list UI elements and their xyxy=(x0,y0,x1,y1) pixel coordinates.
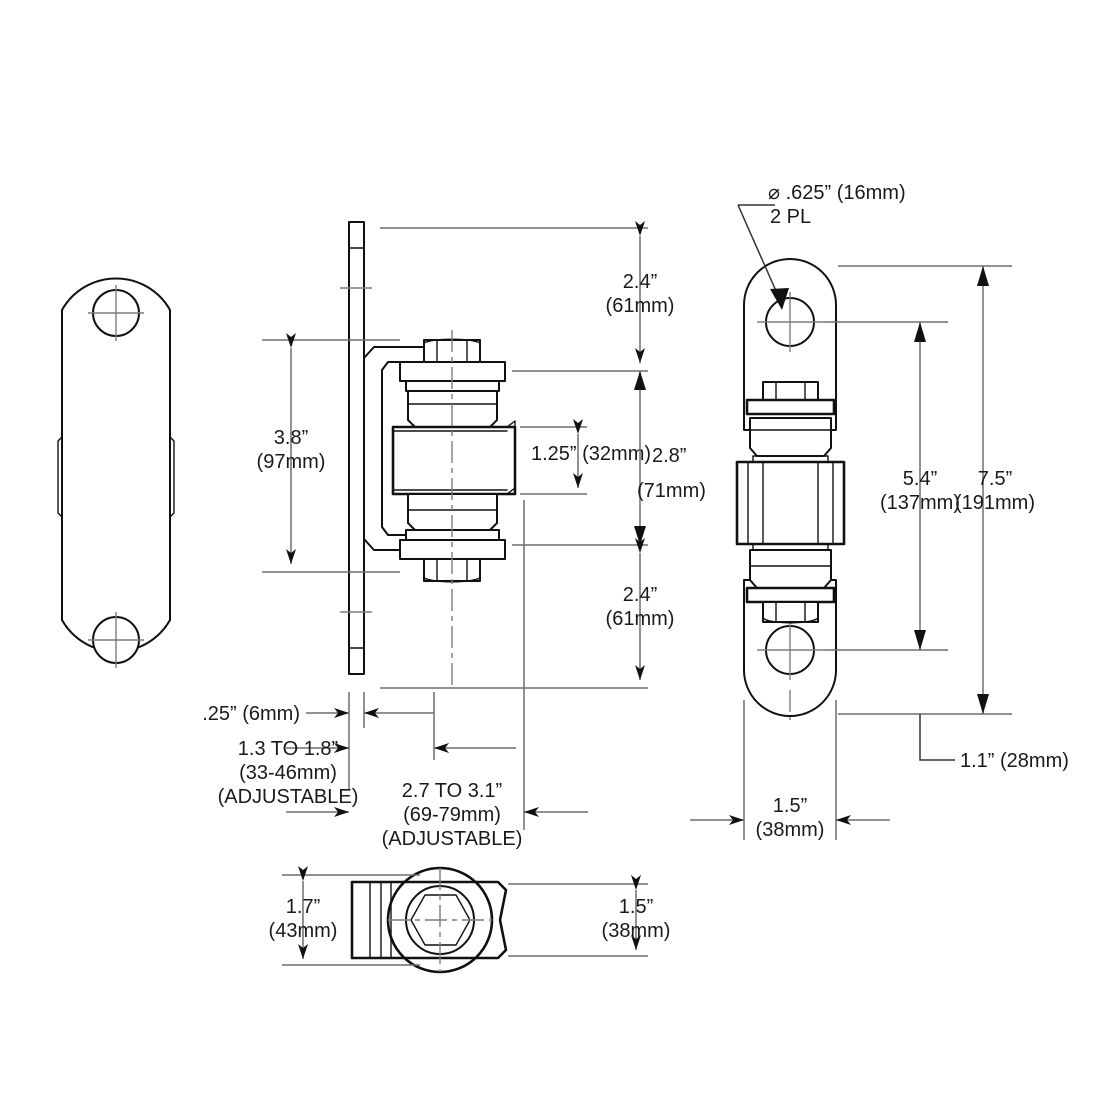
callout-leader-angled xyxy=(737,204,781,301)
callout-hole-line1: ⌀ .625” (16mm) xyxy=(768,182,906,204)
arrow-28-bottom xyxy=(634,526,646,545)
dim-24bot-line1: 2.4” xyxy=(623,584,657,606)
dim-15p-line2: (38mm) xyxy=(602,920,671,942)
dim-025-line1: .25” (6mm) xyxy=(202,703,300,725)
dim-depth-line2: (69-79mm) xyxy=(403,804,501,826)
dim-28-line1: 2.8” xyxy=(652,445,686,467)
view-strap-plate-face xyxy=(57,277,175,668)
strap-left-tab xyxy=(57,436,63,518)
dim-plate-thickness: .25” (6mm) xyxy=(202,692,434,790)
dim-24top-line2: (61mm) xyxy=(606,295,675,317)
dim-offset-line3: (ADJUSTABLE) xyxy=(218,786,359,808)
front-lower-flange xyxy=(745,586,836,604)
dim-15-line2: (38mm) xyxy=(756,819,825,841)
view-hinge-front xyxy=(735,258,846,720)
barrel-right-edge xyxy=(506,420,516,495)
view-hinge-plan xyxy=(350,866,508,974)
dim-54-line2: (137mm) xyxy=(880,492,960,514)
dim-offset-line1: 1.3 TO 1.8” xyxy=(238,738,338,760)
dim-overall-length: 7.5” (191mm) xyxy=(838,265,1035,715)
dim-center-to-bottom: 2.4” (61mm) xyxy=(380,538,675,689)
dim-depth-adjustable: 2.7 TO 3.1” (69-79mm) (ADJUSTABLE) xyxy=(286,500,588,850)
dim-top-to-center: 2.4” (61mm) xyxy=(380,221,675,372)
dim-15p-line1: 1.5” xyxy=(619,896,653,918)
arrow-54-bottom xyxy=(914,630,926,650)
front-upper-flange xyxy=(745,398,836,416)
dim-15-line1: 1.5” xyxy=(773,795,807,817)
strap-plate-outline xyxy=(61,277,171,653)
dim-24top-line1: 2.4” xyxy=(623,271,657,293)
front-top-hex-nut xyxy=(762,381,819,401)
callout-hole-diameter: ⌀ .625” (16mm) 2 PL xyxy=(737,182,906,310)
dim-75-line2: (191mm) xyxy=(955,492,1035,514)
dim-75-line1: 7.5” xyxy=(978,468,1012,490)
mounting-plate xyxy=(348,221,365,675)
callout-arrowhead xyxy=(770,288,789,310)
dim-strap-width: 1.5” (38mm) xyxy=(690,700,890,841)
dim-24bot-line2: (61mm) xyxy=(606,608,675,630)
dim-38-line2: (97mm) xyxy=(257,451,326,473)
dim-plan-strap-width: 1.5” (38mm) xyxy=(508,875,671,957)
arrow-28-top xyxy=(634,371,646,390)
dim-17-line2: (43mm) xyxy=(269,920,338,942)
dim-38-line1: 3.8” xyxy=(274,427,308,449)
front-bottom-hex-nut xyxy=(762,601,819,623)
dim-28-line2: (71mm) xyxy=(637,480,706,502)
dim-center-span: 2.8” (71mm) xyxy=(634,371,706,545)
dim-offset-line2: (33-46mm) xyxy=(239,762,337,784)
arrow-75-bottom xyxy=(977,694,989,714)
arrow-54-top xyxy=(914,322,926,342)
front-barrel xyxy=(735,460,846,546)
dim-hole-to-hole: 5.4” (137mm) xyxy=(823,321,960,651)
callout-11-leader xyxy=(919,714,955,761)
dim-125-line1: 1.25” (32mm) xyxy=(531,443,651,465)
dim-barrel-height: 1.25” (32mm) xyxy=(520,419,651,495)
callout-hole-line2: 2 PL xyxy=(770,206,811,228)
dim-depth-line3: (ADJUSTABLE) xyxy=(382,828,523,850)
strap-right-tab xyxy=(169,436,175,518)
arrow-75-top xyxy=(977,266,989,286)
dim-center-height: 3.8” (97mm) xyxy=(257,333,400,573)
dim-offset-adjustable: 1.3 TO 1.8” (33-46mm) (ADJUSTABLE) xyxy=(218,692,516,808)
dim-17-line1: 1.7” xyxy=(286,896,320,918)
dim-depth-line1: 2.7 TO 3.1” xyxy=(402,780,502,802)
dim-plan-width: 1.7” (43mm) xyxy=(269,866,420,966)
dim-54-line1: 5.4” xyxy=(903,468,937,490)
callout-11-text: 1.1” (28mm) xyxy=(960,750,1069,772)
plan-hex-head xyxy=(410,894,471,946)
front-lower-collar xyxy=(749,549,832,589)
front-upper-collar xyxy=(749,417,832,457)
hinge-barrel xyxy=(391,425,517,496)
callout-pin-offset: 1.1” (28mm) xyxy=(919,714,1069,772)
view-hinge-side xyxy=(340,221,517,690)
front-bottom-nut-chamfer xyxy=(762,617,819,624)
